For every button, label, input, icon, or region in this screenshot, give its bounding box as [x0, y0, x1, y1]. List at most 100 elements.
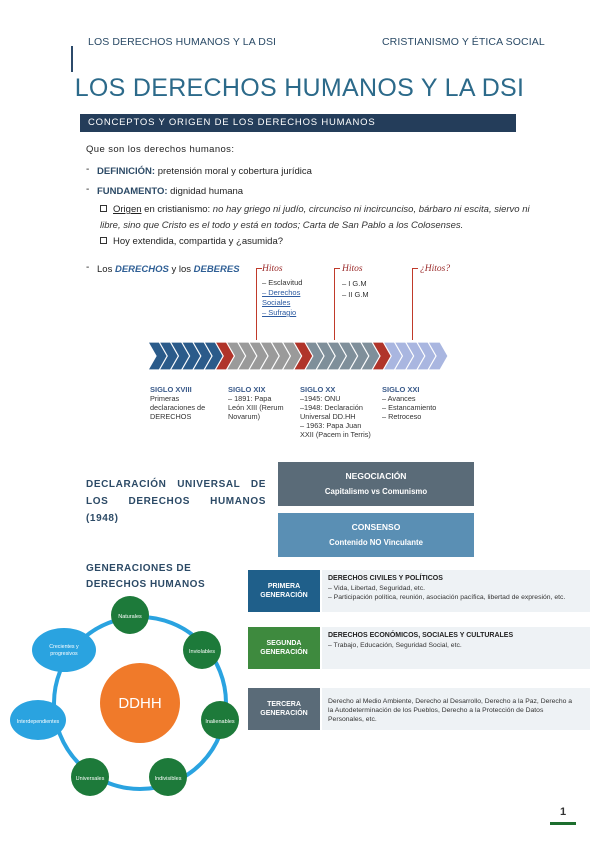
hito-item: – II G.M — [342, 290, 369, 299]
ddhh-center-circle — [100, 663, 180, 743]
hoy-item: Hoy extendida, compartida y ¿asumida? — [100, 236, 283, 247]
bullet-dash: - — [86, 184, 90, 195]
ddhh-diagram: DDHH Naturales Inviolables Inalienables … — [10, 596, 239, 796]
siglo-title: SIGLO XVIII — [150, 385, 192, 394]
siglo-desc: –1945: ONU –1948: Declaración Universal … — [300, 394, 384, 439]
header-accent-bar — [71, 46, 73, 72]
gen-name-line: GENERACIÓN — [260, 710, 308, 717]
gen-line: Derecho al Medio Ambiente, Derecho al De… — [328, 698, 573, 705]
origen-item: Origen en cristianismo: no hay griego ni… — [100, 202, 530, 234]
siglo-line: Primeras — [150, 394, 180, 403]
question-text: Que son los derechos humanos: — [86, 144, 235, 155]
negociacion-sub: Capitalismo vs Comunismo — [324, 487, 428, 496]
running-header-left: LOS DERECHOS HUMANOS Y LA DSI — [88, 36, 277, 48]
checkbox-square-icon — [100, 205, 107, 212]
node-label: Indivisibles — [155, 776, 182, 782]
negociacion-title: NEGOCIACIÓN — [345, 471, 407, 481]
hitos-1-list: – Esclavitud – Derechos Sociales – Sufra… — [262, 278, 302, 318]
hito-tick-3 — [412, 268, 418, 269]
bullet-dash: - — [86, 164, 90, 175]
hitos-2-title: Hitos — [342, 264, 363, 274]
hito-item: – Sufragio — [262, 308, 297, 317]
gen-1-content: DERECHOS CIVILES Y POLÍTICOS – Vida, Lib… — [322, 570, 590, 612]
ddhh-node-indivisibles: Indivisibles — [149, 758, 187, 796]
gen-line: – Participación política, reunión, asoci… — [328, 594, 566, 601]
ddhh-center-label: DDHH — [118, 695, 161, 712]
running-header-right: CRISTIANISMO Y ÉTICA SOCIAL — [382, 36, 545, 48]
node-label: Inviolables — [189, 649, 215, 655]
ddhh-node-interdependientes: Interdependientes — [10, 700, 66, 740]
origen-quote: no hay griego ni judío, circunciso ni in… — [100, 204, 530, 231]
gen-1-label: PRIMERA GENERACIÓN — [248, 570, 320, 612]
timeline-arrow-band — [148, 341, 449, 371]
ddhh-node-inalienables: Inalienables — [201, 701, 239, 739]
fundamento-item: FUNDAMENTO: dignidad humana — [97, 186, 243, 197]
dd-pre: Los — [97, 264, 115, 275]
hito-line-2 — [334, 268, 335, 340]
siglo-line: –1945: ONU — [300, 394, 341, 403]
consenso-title: CONSENSO — [351, 522, 401, 532]
siglo-line: Novarum) — [228, 412, 261, 421]
gen-2-content: DERECHOS ECONÓMICOS, SOCIALES Y CULTURAL… — [322, 627, 590, 669]
hoy-text: Hoy extendida, compartida y ¿asumida? — [113, 236, 284, 247]
hitos-1-title: Hitos — [262, 264, 283, 274]
siglo-line: León XIII (Rerum — [228, 403, 284, 412]
fundamento-text: dignidad humana — [167, 186, 244, 197]
gen-title: DERECHOS CIVILES Y POLÍTICOS — [328, 575, 443, 582]
siglo-line: –1948: Declaración — [300, 403, 363, 412]
gen-3-content: Derecho al Medio Ambiente, Derecho al De… — [322, 688, 590, 730]
hitos-2-list: – I G.M – II G.M — [342, 278, 369, 300]
consenso-box: CONSENSO Contenido NO Vinculante — [278, 513, 474, 557]
siglo-line: – Retroceso — [382, 412, 422, 421]
gen-2-label: SEGUNDA GENERACIÓN — [248, 627, 320, 669]
gen-name-line: TERCERA — [267, 701, 301, 708]
hito-item: – Esclavitud — [262, 278, 303, 287]
node-label: Interdependientes — [17, 719, 60, 725]
siglo-line: declaraciones de — [150, 403, 206, 412]
gen-name-line: PRIMERA — [267, 583, 301, 590]
checkbox-square-icon — [100, 237, 107, 244]
siglo-line: – Estancamiento — [382, 403, 437, 412]
siglo-line: – 1963: Papa Juan — [300, 421, 362, 430]
siglo-title: SIGLO XXI — [382, 385, 420, 394]
gen-title: DERECHOS ECONÓMICOS, SOCIALES Y CULTURAL… — [328, 632, 514, 639]
gen-name-line: SEGUNDA — [266, 640, 302, 647]
page-number: 1 — [559, 806, 567, 818]
page-title: LOS DERECHOS HUMANOS Y LA DSI — [74, 74, 525, 102]
gen-line: Personales, etc. — [328, 716, 377, 723]
siglo-desc: – Avances – Estancamiento – Retroceso — [382, 394, 462, 421]
dd-deberes: DEBERES — [193, 264, 240, 275]
generations-heading: GENERACIONES DE DERECHOS HUMANOS — [86, 563, 206, 590]
page-number-underline — [550, 822, 576, 825]
siglo-line: DERECHOS — [150, 412, 192, 421]
node-label: Naturales — [118, 614, 142, 620]
gen-3-label: TERCERA GENERACIÓN — [248, 688, 320, 730]
negociacion-box: NEGOCIACIÓN Capitalismo vs Comunismo — [278, 462, 474, 506]
siglo-line: – Avances — [382, 394, 416, 403]
bullet-dash: - — [86, 262, 90, 273]
fundamento-label: FUNDAMENTO: — [97, 186, 168, 197]
origen-text: en cristianismo: — [141, 204, 213, 215]
hito-item: – I G.M — [342, 279, 367, 288]
ddhh-node-naturales: Naturales — [111, 596, 149, 634]
siglo-xxi: SIGLO XXI – Avances – Estancamiento – Re… — [382, 385, 462, 421]
chevron-arrow-icon — [426, 341, 449, 371]
siglo-line: – 1891: Papa — [228, 394, 272, 403]
hito-line-3 — [412, 268, 413, 340]
dd-mid: y los — [168, 264, 194, 275]
hito-item: Sociales — [262, 298, 291, 307]
hito-item: – Derechos — [262, 288, 301, 297]
ddhh-node-inviolables: Inviolables — [183, 631, 221, 669]
hito-tick-2 — [334, 268, 340, 269]
node-label: Inalienables — [205, 719, 235, 725]
definition-text: pretensión moral y cobertura jurídica — [155, 166, 312, 177]
section-heading: CONCEPTOS Y ORIGEN DE LOS DERECHOS HUMAN… — [80, 114, 516, 132]
node-label: Universales — [76, 776, 105, 782]
siglo-xx: SIGLO XX –1945: ONU –1948: Declaración U… — [300, 385, 384, 439]
consenso-sub: Contenido NO Vinculante — [329, 538, 423, 547]
hito-line-1 — [256, 268, 257, 340]
hitos-3-title: ¿Hitos? — [420, 264, 451, 274]
gen-line: – Vida, Libertad, Seguridad, etc. — [328, 585, 425, 592]
